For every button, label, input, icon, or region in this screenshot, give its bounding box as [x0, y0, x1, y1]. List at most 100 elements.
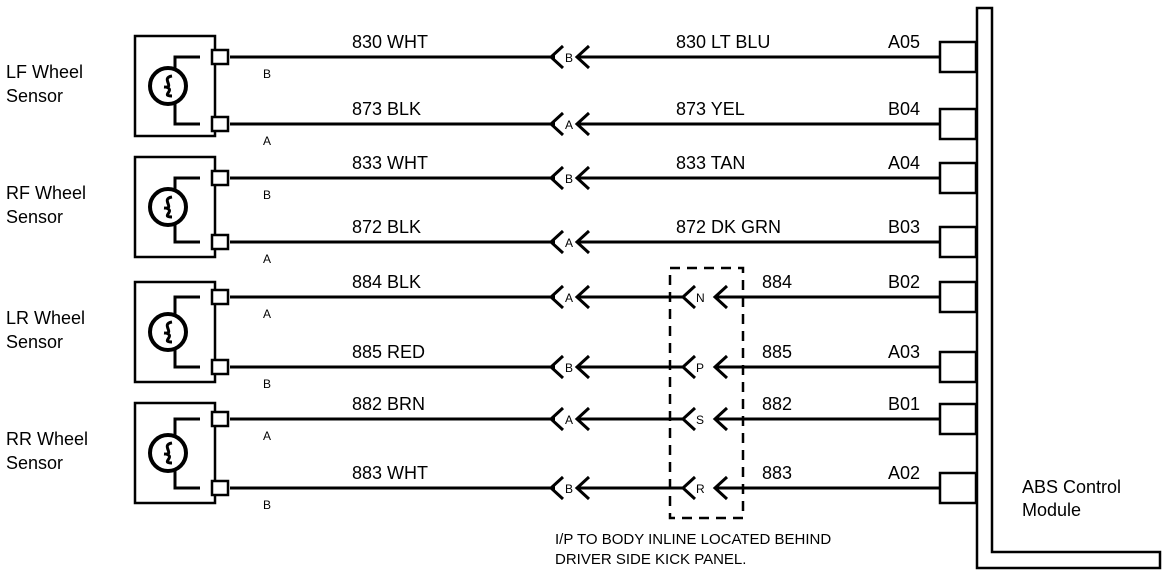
- sensor-name-line2: Sensor: [6, 207, 63, 227]
- inline-connector-female-icon: [680, 284, 697, 310]
- inline-pin-label: S: [696, 413, 704, 427]
- coil-wave-icon: [163, 320, 173, 344]
- wire-circuit: A A 872 BLK 872 DK GRN B03: [230, 217, 978, 266]
- module-label-line1: ABS Control: [1022, 477, 1121, 497]
- wire-label-module-side: 885: [762, 342, 792, 362]
- inline-pin-label: P: [696, 361, 704, 375]
- terminal-label: B01: [888, 394, 920, 414]
- inline-pin-label: R: [696, 482, 705, 496]
- sensor-lead: [173, 350, 200, 369]
- wire-label-module-side: 883: [762, 463, 792, 483]
- wire-label-sensor-side: 873 BLK: [352, 99, 421, 119]
- sensor-pin: [210, 479, 230, 497]
- sensor-pin-label: B: [263, 67, 271, 81]
- sensor-pin-label: A: [263, 252, 271, 266]
- sensor-lead: [173, 295, 200, 314]
- sensor-pin-label: A: [263, 429, 271, 443]
- inline-pin-label: N: [696, 291, 705, 305]
- wire-label-sensor-side: 882 BRN: [352, 394, 425, 414]
- module-terminal: [938, 402, 978, 436]
- connector-female-icon: [548, 284, 565, 310]
- wire-label-module-side: 873 YEL: [676, 99, 745, 119]
- connector-pin-label: B: [565, 172, 573, 186]
- sensor-pin: [210, 288, 230, 306]
- wire-label-sensor-side: 872 BLK: [352, 217, 421, 237]
- sensor-pin: [210, 115, 230, 133]
- sensor-pin: [210, 233, 230, 251]
- inline-connector-layer: I/P TO BODY INLINE LOCATED BEHIND DRIVER…: [555, 266, 831, 568]
- wire-circuit: S A A 882 BRN 882 B01: [230, 394, 978, 443]
- terminal-label: A05: [888, 32, 920, 52]
- terminal-label: B03: [888, 217, 920, 237]
- wire-label-sensor-side: 883 WHT: [352, 463, 428, 483]
- module-label-line2: Module: [1022, 500, 1081, 520]
- terminal-label: A02: [888, 463, 920, 483]
- inline-connector-female-icon: [680, 406, 697, 432]
- sensor-pin: [210, 169, 230, 187]
- wire-label-sensor-side: 884 BLK: [352, 272, 421, 292]
- connector-female-icon: [548, 406, 565, 432]
- coil-wave-icon: [163, 74, 173, 98]
- sensor-pin-label: B: [263, 188, 271, 202]
- wire-label-module-side: 884: [762, 272, 792, 292]
- sensor-pin-label: A: [263, 134, 271, 148]
- abs-module-outline: [975, 6, 1162, 570]
- connector-pin-label: B: [565, 51, 573, 65]
- sensor-pin: [210, 410, 230, 428]
- sensor-lead: [173, 471, 200, 490]
- inline-connector-female-icon: [680, 354, 697, 380]
- inline-connector-female-icon: [680, 475, 697, 501]
- sensor-name-line2: Sensor: [6, 332, 63, 352]
- sensor-housing: [133, 280, 217, 384]
- terminal-label: B02: [888, 272, 920, 292]
- coil-wave-icon: [163, 195, 173, 219]
- connector-pin-label: B: [565, 361, 573, 375]
- terminal-label: A04: [888, 153, 920, 173]
- connector-female-icon: [548, 229, 565, 255]
- module-terminal: [938, 161, 978, 195]
- wire-label-module-side: 830 LT BLU: [676, 32, 770, 52]
- module-terminal: [938, 350, 978, 384]
- sensor-pin: [210, 358, 230, 376]
- module-terminal: [938, 107, 978, 141]
- module-terminal: [938, 471, 978, 505]
- connector-pin-label: A: [565, 413, 573, 427]
- wire-label-module-side: 872 DK GRN: [676, 217, 781, 237]
- connector-pin-label: A: [565, 118, 573, 132]
- inline-note-line1: I/P TO BODY INLINE LOCATED BEHIND: [555, 531, 831, 548]
- module-terminal: [938, 280, 978, 314]
- abs-module-layer: ABS Control Module: [975, 6, 1162, 570]
- wire-label-module-side: 882: [762, 394, 792, 414]
- inline-note-line2: DRIVER SIDE KICK PANEL.: [555, 551, 746, 568]
- sensor-name-line1: RF Wheel: [6, 183, 86, 203]
- sensor-pin-label: B: [263, 377, 271, 391]
- connector-female-icon: [548, 475, 565, 501]
- terminal-label: B04: [888, 99, 920, 119]
- sensor-pin-label: A: [263, 307, 271, 321]
- connector-pin-label: A: [565, 236, 573, 250]
- coil-wave-icon: [163, 441, 173, 465]
- sensor-name-line2: Sensor: [6, 86, 63, 106]
- sensor-name-line2: Sensor: [6, 453, 63, 473]
- wire-label-sensor-side: 833 WHT: [352, 153, 428, 173]
- sensor-lead: [173, 417, 200, 435]
- sensor-housing: [133, 34, 217, 138]
- sensor-housing: [133, 155, 217, 259]
- inline-connector-boundary: [668, 266, 745, 520]
- module-terminal: [938, 225, 978, 259]
- sensor-name-line1: RR Wheel: [6, 429, 88, 449]
- connector-female-icon: [548, 165, 565, 191]
- terminal-label: A03: [888, 342, 920, 362]
- wire-label-module-side: 833 TAN: [676, 153, 745, 173]
- sensor-name-line1: LF Wheel: [6, 62, 83, 82]
